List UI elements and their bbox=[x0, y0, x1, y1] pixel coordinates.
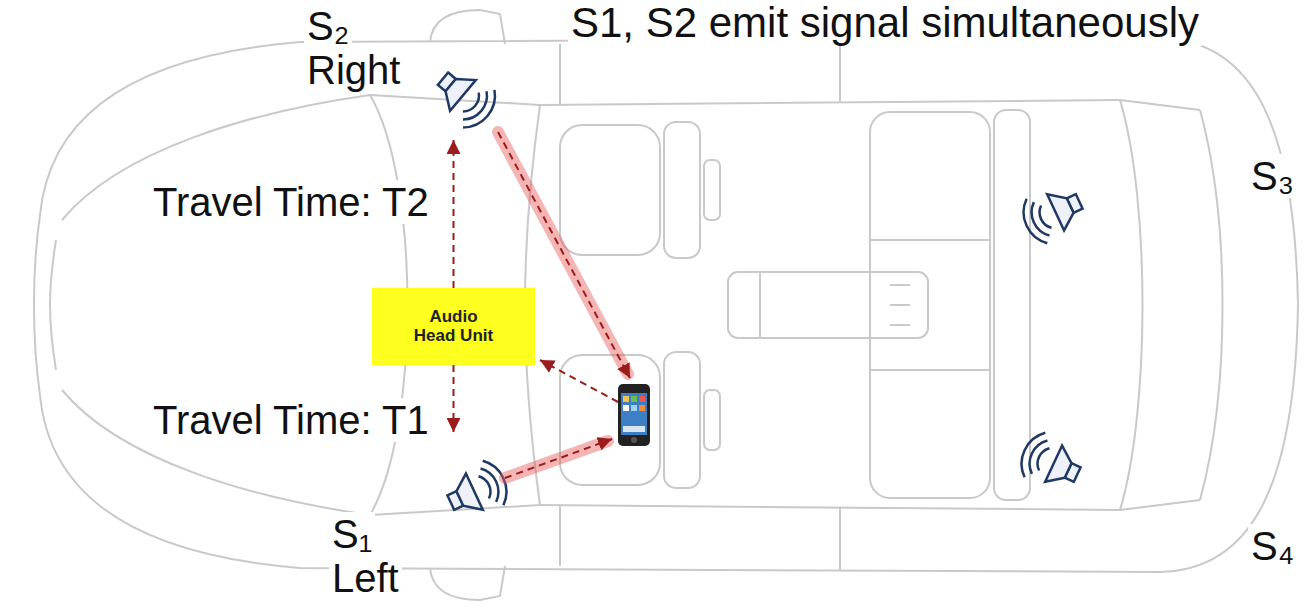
speaker-label: S₁ bbox=[329, 512, 375, 556]
headrest bbox=[704, 160, 720, 220]
head-unit-label: Audio Head Unit bbox=[409, 308, 499, 345]
console-line bbox=[760, 272, 910, 338]
speaker-icon bbox=[440, 456, 513, 525]
sound-wave bbox=[1014, 428, 1054, 482]
speaker-cone bbox=[1047, 187, 1078, 230]
speaker-icon bbox=[427, 60, 503, 135]
car-body bbox=[34, 38, 1298, 572]
bench-divider bbox=[870, 240, 990, 370]
speaker-icon bbox=[1014, 428, 1087, 497]
rear-window bbox=[1120, 100, 1223, 510]
speaker-label: Left bbox=[329, 556, 402, 600]
seat-back bbox=[664, 122, 700, 258]
travel-time-arrow bbox=[453, 140, 455, 288]
phone-icon bbox=[618, 384, 650, 446]
seat-cushion bbox=[560, 355, 660, 485]
speaker-cone bbox=[451, 474, 482, 517]
speaker-cone bbox=[1045, 446, 1076, 489]
speaker-label: Right bbox=[304, 48, 403, 92]
app-icon bbox=[639, 396, 645, 402]
car-outline bbox=[34, 10, 1298, 600]
side-mirror bbox=[430, 566, 505, 600]
door-line bbox=[560, 40, 840, 570]
app-icon bbox=[631, 396, 637, 402]
travel-time-arrow bbox=[453, 365, 455, 432]
headrest bbox=[704, 390, 720, 450]
side-mirror bbox=[430, 10, 505, 44]
app-icon bbox=[631, 405, 637, 411]
signal-arrow bbox=[505, 439, 612, 478]
speaker-label: S₄ bbox=[1248, 524, 1297, 568]
speaker-node: S₁Left bbox=[325, 432, 520, 604]
bumper-line bbox=[50, 240, 56, 370]
phone-body bbox=[618, 384, 650, 446]
app-icon bbox=[623, 396, 629, 402]
speaker-cone bbox=[438, 70, 476, 111]
phone-screen bbox=[621, 393, 647, 435]
head-unit-box: Audio Head Unit bbox=[372, 288, 535, 365]
app-icon bbox=[623, 405, 629, 411]
rear-backrest bbox=[994, 110, 1030, 500]
home-button bbox=[631, 437, 637, 443]
speaker-node: S₃ bbox=[1005, 150, 1301, 260]
roof-line bbox=[540, 100, 1120, 510]
travel-time-label: Travel Time: T2 bbox=[150, 180, 432, 224]
report-arrow bbox=[540, 360, 618, 402]
rear-bench bbox=[870, 112, 990, 498]
speaker-node: S₂Right bbox=[300, 0, 515, 140]
speaker-label: S₃ bbox=[1248, 154, 1297, 198]
travel-time-label: Travel Time: T1 bbox=[150, 398, 432, 442]
speaker-node: S₄ bbox=[1005, 420, 1301, 572]
seat-cushion bbox=[560, 125, 660, 255]
seat-back bbox=[664, 352, 700, 488]
app-icon bbox=[623, 426, 645, 432]
sound-wave bbox=[1016, 194, 1056, 248]
diagram-title: S1, S2 emit signal simultaneously bbox=[568, 0, 1202, 46]
speaker-icon bbox=[1016, 179, 1089, 248]
speaker-label: S₂ bbox=[304, 4, 352, 48]
center-console bbox=[728, 272, 928, 338]
app-icon bbox=[639, 405, 645, 411]
